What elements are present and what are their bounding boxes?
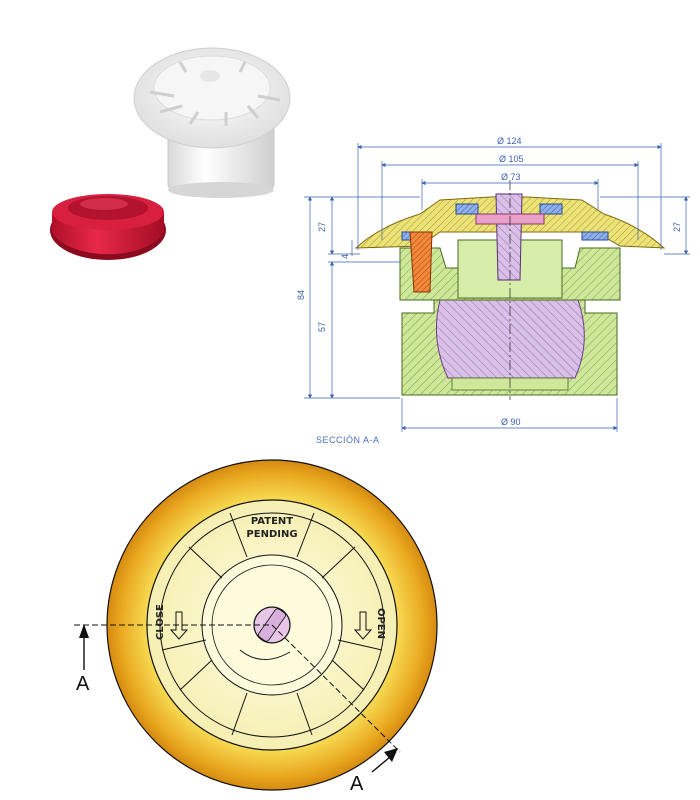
open-label: OPEN bbox=[375, 608, 386, 639]
section-caption: SECCIÓN A-A bbox=[316, 435, 380, 445]
dim-d73-label: Ø 73 bbox=[501, 172, 521, 182]
section-view-drawing bbox=[354, 180, 666, 400]
dim-4-label: 4 bbox=[340, 254, 350, 259]
patent-line2-label: PENDING bbox=[246, 529, 297, 540]
white-vent-product-image bbox=[133, 47, 291, 198]
section-marker-bottom: A bbox=[350, 773, 364, 795]
dimension-lines bbox=[304, 143, 690, 432]
patent-line1-label: PATENT bbox=[251, 516, 293, 527]
dim-84-label: 84 bbox=[296, 290, 306, 300]
close-label: CLOSE bbox=[155, 604, 166, 640]
red-ring-product-image bbox=[50, 194, 166, 260]
dim-d124-label: Ø 124 bbox=[497, 136, 522, 146]
dim-27-right-label: 27 bbox=[672, 222, 682, 232]
dim-27-left-label: 27 bbox=[317, 222, 327, 232]
section-marker-left: A bbox=[76, 673, 90, 695]
section-cut-line bbox=[74, 624, 401, 773]
dim-d105-label: Ø 105 bbox=[499, 154, 524, 164]
dim-d90-label: Ø 90 bbox=[501, 417, 521, 427]
dim-57-label: 57 bbox=[317, 322, 327, 332]
